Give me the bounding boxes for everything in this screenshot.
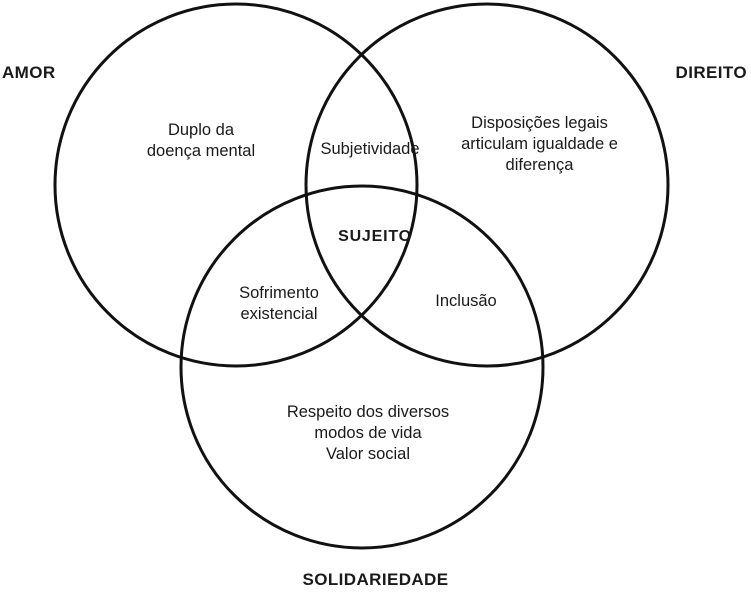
set-label-amor: AMOR xyxy=(2,63,56,82)
set-label-solidariedade: SOLIDARIEDADE xyxy=(302,570,449,589)
region-text-solidariedade-only: Respeito dos diversos modos de vida Valo… xyxy=(286,403,450,464)
circle-direito xyxy=(304,2,670,368)
circle-solidariedade xyxy=(179,184,545,550)
set-label-direito: DIREITO xyxy=(675,63,747,82)
region-text-amor-solidariedade: Sofrimento existencial xyxy=(239,284,319,324)
region-text-amor-only: Duplo da doença mental xyxy=(146,121,256,161)
region-text-direito-solidariedade: Inclusão xyxy=(435,292,497,310)
region-text-center: SUJEITO xyxy=(338,228,412,245)
region-text-amor-direito: Subjetividade xyxy=(320,140,420,158)
circle-amor xyxy=(53,2,419,368)
region-text-direito-only: Disposições legais articulam igualdade e… xyxy=(461,114,618,175)
